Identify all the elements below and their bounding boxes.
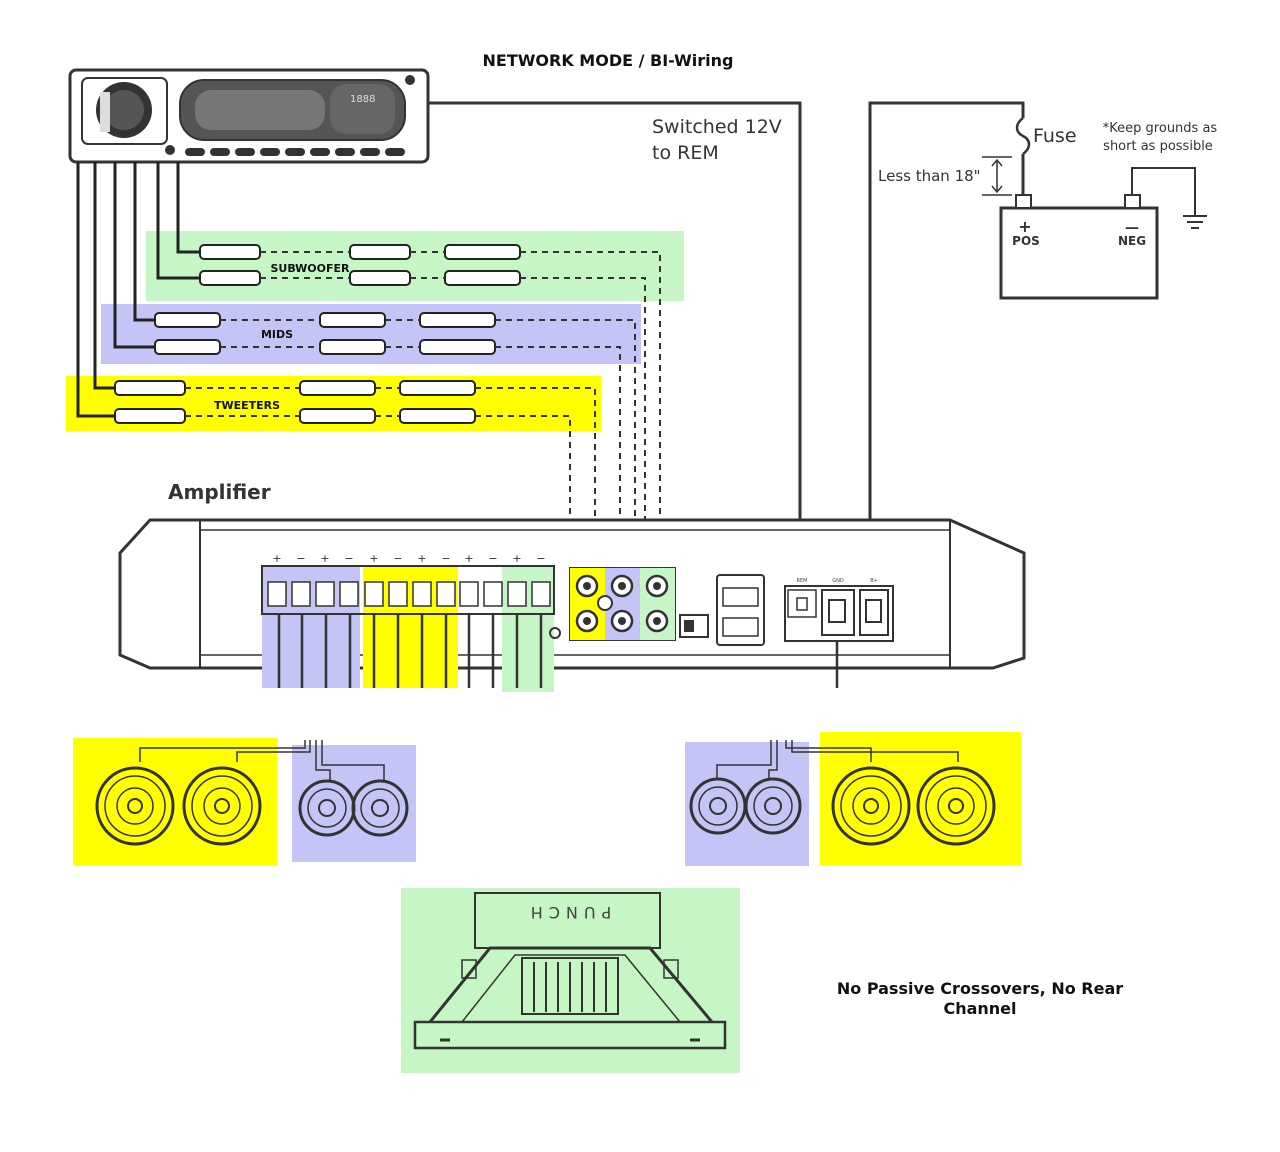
battery-neg-symbol: —: [1125, 220, 1139, 236]
diagram-title: NETWORK MODE / BI-Wiring: [483, 51, 734, 70]
svg-text:−: −: [488, 552, 497, 565]
fuse-symbol: [1015, 117, 1031, 155]
ground-symbol: [1183, 215, 1207, 229]
distance-label: Less than 18": [878, 167, 981, 185]
terminal-polarity-labels: + − + − + − + − + − + −: [272, 552, 545, 565]
svg-text:+: +: [320, 552, 329, 565]
grounds-note-line1: *Keep grounds as: [1103, 121, 1218, 136]
gnd-terminal-label: GND: [832, 578, 844, 584]
mids-label: MIDS: [261, 328, 293, 341]
subwoofer-band: [146, 231, 684, 301]
power-wire: [868, 101, 1025, 590]
right-woofer-band: [820, 732, 1021, 865]
sub-logo: PUNCH: [525, 903, 612, 922]
rem-terminal-label: REM: [797, 578, 808, 584]
svg-text:−: −: [536, 552, 545, 565]
subwoofer-amp-box: [413, 892, 727, 1050]
svg-text:+: +: [417, 552, 426, 565]
svg-text:−: −: [344, 552, 353, 565]
head-unit-buttons: [185, 148, 405, 156]
remote-wire: [428, 101, 802, 590]
svg-text:+: +: [369, 552, 378, 565]
right-woofer-1: [831, 766, 911, 846]
speaker-output-wires: [277, 614, 839, 688]
bplus-terminal-label: B+: [870, 578, 878, 584]
svg-text:1888: 1888: [350, 94, 375, 105]
distance-marker: [982, 156, 1012, 196]
right-speaker-wires: [716, 740, 959, 780]
svg-text:−: −: [441, 552, 450, 565]
battery-neg-label: NEG: [1118, 234, 1146, 248]
subwoofer-label: SUBWOOFER: [271, 262, 351, 275]
battery: + POS — NEG: [999, 194, 1159, 300]
fuse-label: Fuse: [1033, 125, 1077, 147]
left-woofer-1: [95, 766, 175, 846]
tweeters-label: TWEETERS: [214, 399, 280, 412]
svg-text:−: −: [393, 552, 402, 565]
amplifier: + − + − + − + − + − + −: [118, 518, 1026, 692]
footer-note-line1: No Passive Crossovers, No Rear: [837, 979, 1123, 998]
ground-wire: [1131, 167, 1196, 215]
battery-pos-symbol: +: [1018, 217, 1031, 236]
svg-text:+: +: [464, 552, 473, 565]
svg-text:−: −: [296, 552, 305, 565]
rca-cables: [185, 251, 661, 570]
head-unit-wires: [76, 162, 200, 418]
right-mid-2: [744, 777, 802, 835]
left-woofer-band: [73, 738, 277, 865]
remote-label-line1: Switched 12V: [652, 116, 782, 138]
footer-note-line2: Channel: [943, 999, 1016, 1018]
remote-label-line2: to REM: [652, 142, 719, 164]
left-woofer-2: [182, 766, 262, 846]
amplifier-label: Amplifier: [168, 480, 271, 504]
svg-text:+: +: [272, 552, 281, 565]
right-woofer-2: [916, 766, 996, 846]
left-mid-2: [351, 779, 409, 837]
left-speaker-wires: [139, 740, 385, 780]
head-unit: 1888: [68, 68, 430, 164]
grounds-note-line2: short as possible: [1103, 139, 1213, 154]
battery-pos-label: POS: [1012, 234, 1040, 248]
svg-text:+: +: [512, 552, 521, 565]
